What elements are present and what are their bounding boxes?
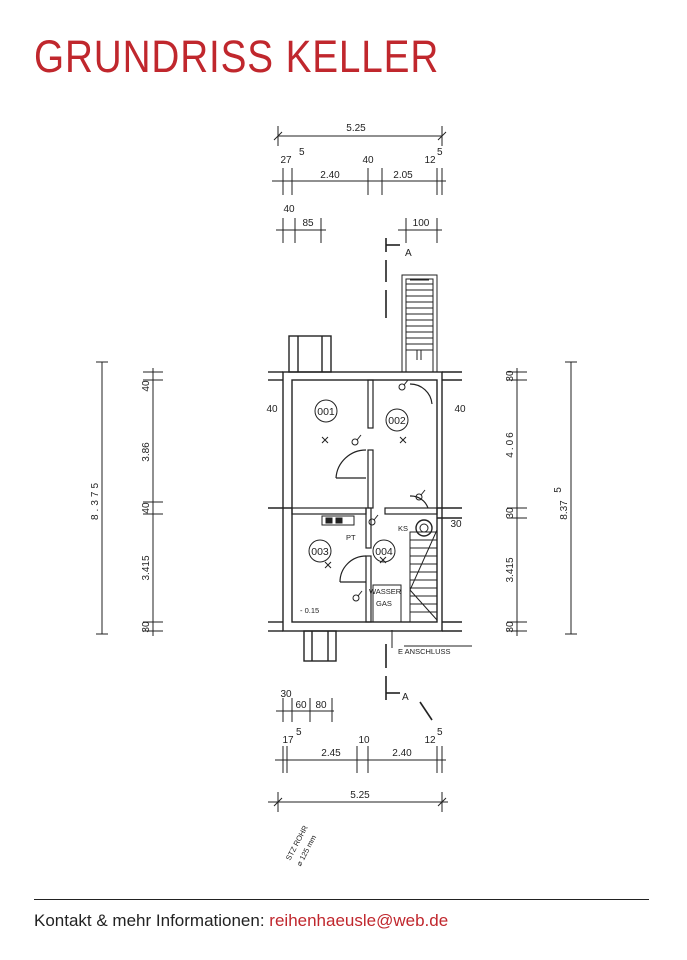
right-wall-label: 40 [454,404,466,415]
bottom-dim-80: 80 [315,700,327,711]
pt-label: PT [346,533,356,542]
top-dim-40: 40 [362,155,374,166]
room-marker-003 [308,539,332,563]
left-dim-30: 30 [141,621,152,633]
top-dim-85: 85 [302,218,314,229]
bottom-overall-dimension: 5.25 [350,790,370,801]
room-marker-002 [385,408,409,432]
bottom-dim-17-sup: 5 [296,727,302,738]
exterior-walls [268,335,462,662]
left-dimensions [96,361,163,636]
top-dim-12-sup: 5 [437,147,443,158]
room-label-002: 002 [388,415,406,427]
bottom-dim-60: 60 [295,700,307,711]
room-marker-001 [314,399,338,423]
footer-contact-label: Kontakt & mehr Informationen: [34,911,265,930]
ks-label: KS [398,524,408,533]
right-dim-30-top: 30 [505,370,516,382]
right-dim-30-mid: 30 [505,507,516,519]
room-marker-004 [372,539,396,563]
left-dim-40-mid: 40 [141,502,152,514]
anschluss-label: E ANSCHLUSS [398,647,451,656]
footer-email-link[interactable]: reihenhaeusle@web.de [269,911,449,930]
bottom-dim-12: 12 [424,735,436,746]
bottom-dim-10: 10 [358,735,370,746]
room-label-001: 001 [317,406,335,418]
left-dim-3-86: 3.86 [141,442,152,462]
right-dim-3-415: 3.415 [505,557,516,582]
interior-stair [409,529,438,623]
top-dim-27-sup: 5 [299,147,305,158]
top-dim-2-05: 2.05 [393,170,413,181]
chimney-icon [415,519,433,537]
footer-divider [34,899,649,900]
top-dim-27: 27 [280,155,292,166]
right-wall-label-lower: 30 [450,519,462,530]
top-dim-wall-40: 40 [283,204,295,215]
wasser-label: WASSER [369,587,402,596]
left-wall-label: 40 [266,404,278,415]
bottom-dim-30: 30 [280,689,292,700]
top-dim-12: 12 [424,155,436,166]
floor-level-label: - 0.15 [300,606,319,615]
right-overall-dimension: 8.37 [559,500,570,520]
section-line-a [385,238,433,721]
footer: Kontakt & mehr Informationen: reihenhaeu… [34,911,448,931]
left-dim-40-top: 40 [141,380,152,392]
light-fixtures [321,379,426,602]
room-label-004: 004 [375,546,393,558]
bottom-dim-17: 17 [282,735,294,746]
top-overall-dimension: 5.25 [346,123,366,134]
section-marker-bottom: A [402,692,409,703]
left-dim-3-415: 3.415 [141,555,152,580]
interior-walls [291,379,438,623]
left-overall-dimension: 8.375 [90,480,101,520]
bottom-dimensions [268,698,448,812]
top-dim-2-40: 2.40 [320,170,340,181]
right-dimensions [507,361,577,636]
bottom-dim-12-sup: 5 [437,727,443,738]
top-dim-100: 100 [413,218,430,229]
gas-label: GAS [376,599,392,608]
top-dimensions [272,126,447,243]
exterior-stair [401,274,438,373]
floor-plan: 001 002 003 004 5.25 27 5 40 12 5 2.40 2… [90,123,577,868]
room-label-003: 003 [311,546,329,558]
right-dim-4-06: 4.06 [505,430,516,457]
page-title: GRUNDRISS KELLER [34,31,440,82]
right-dim-30-bottom: 30 [505,621,516,633]
bottom-dim-2-45: 2.45 [321,748,341,759]
section-marker-top: A [405,248,412,259]
right-overall-dimension-sup: 5 [553,487,564,493]
bottom-dim-2-40: 2.40 [392,748,412,759]
